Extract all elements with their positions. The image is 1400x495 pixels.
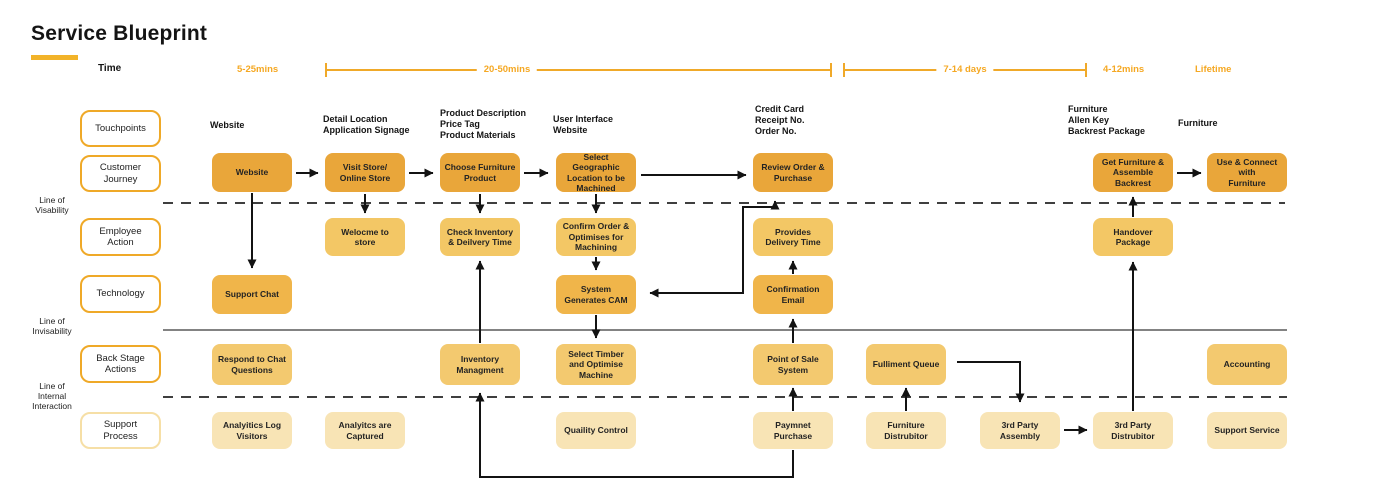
node-j9: Use & Connect with Furniture — [1207, 153, 1287, 192]
edge-s5-b3 — [475, 392, 794, 478]
node-e8: Handover Package — [1093, 218, 1173, 256]
lane-label-support: Support Process — [80, 412, 161, 449]
separator-label: Line of Internal Interaction — [32, 381, 72, 411]
node-s6: Furniture Distrubitor — [866, 412, 946, 449]
node-b9: Accounting — [1207, 344, 1287, 385]
time-axis-label: Time — [98, 63, 122, 74]
node-b3: Inventory Managment — [440, 344, 520, 385]
node-e3: Check Inventory & Deilvery Time — [440, 218, 520, 256]
node-j3: Choose Furniture Product — [440, 153, 520, 192]
node-s1: Analyitics Log Visitors — [212, 412, 292, 449]
node-t5: Confirmation Email — [753, 275, 833, 314]
node-b4: Select Timber and Optimise Machine — [556, 344, 636, 385]
page-title: Service Blueprint — [31, 22, 208, 45]
node-t4: System Generates CAM — [556, 275, 636, 314]
node-b6: Fulliment Queue — [866, 344, 946, 385]
separator-label: Line of Visability — [35, 195, 69, 215]
touchpoint-header: Furniture — [1178, 118, 1218, 128]
node-b1: Respond to Chat Questions — [212, 344, 292, 385]
node-s5: Paymnet Purchase — [753, 412, 833, 449]
bracket-line — [326, 69, 831, 71]
node-j8: Get Furniture & Assemble Backrest — [1093, 153, 1173, 192]
node-j5: Review Order & Purchase — [753, 153, 833, 192]
node-j4: Select Geographic Location to be Machine… — [556, 152, 636, 193]
bracket-tick — [1085, 63, 1087, 77]
touchpoint-header: Detail Location Application Signage — [323, 114, 410, 135]
lane-label-technology: Technology — [80, 275, 161, 313]
edge-t4-j5 — [649, 200, 780, 298]
node-j2: Visit Store/ Online Store — [325, 153, 405, 192]
time-segment-label: 20-50mins — [476, 64, 538, 75]
bracket-tick — [830, 63, 832, 77]
touchpoint-header: Website — [210, 120, 245, 130]
node-j1: Website — [212, 153, 292, 192]
touchpoint-header: User Interface Website — [553, 114, 614, 135]
node-s9: Support Service — [1207, 412, 1287, 449]
time-bracket: 20-50mins — [325, 63, 832, 77]
lane-label-journey: Customer Journey — [80, 155, 161, 192]
time-bracket: 7-14 days — [843, 63, 1087, 77]
node-s4: Quaility Control — [556, 412, 636, 449]
title-underline-bar — [31, 55, 78, 60]
touchpoint-header: Furniture Allen Key Backrest Package — [1068, 104, 1146, 136]
node-s2: Analyitcs are Captured — [325, 412, 405, 449]
lane-label-employee: Employee Action — [80, 218, 161, 256]
node-t1: Support Chat — [212, 275, 292, 314]
time-segment-label: 7-14 days — [936, 64, 994, 75]
time-segment-label: Lifetime — [1195, 64, 1232, 75]
node-e4: Confirm Order & Optimises for Machining — [556, 218, 636, 256]
time-segment-label: 5-25mins — [237, 64, 279, 75]
node-s8: 3rd Party Distrubitor — [1093, 412, 1173, 449]
node-b5: Point of Sale System — [753, 344, 833, 385]
touchpoint-header: Credit Card Receipt No. Order No. — [755, 104, 805, 136]
separator-label: Line of Invisability — [32, 316, 72, 336]
node-s7: 3rd Party Assembly — [980, 412, 1060, 449]
node-e5: Provides Delivery Time — [753, 218, 833, 256]
touchpoint-header: Product Description Price Tag Product Ma… — [440, 108, 527, 140]
node-e2: Welocme to store — [325, 218, 405, 256]
lane-label-backstage: Back Stage Actions — [80, 345, 161, 383]
lane-label-touchpoints: Touchpoints — [80, 110, 161, 147]
edge-b6-s7 — [957, 361, 1025, 403]
time-segment-label: 4-12mins — [1103, 64, 1145, 75]
